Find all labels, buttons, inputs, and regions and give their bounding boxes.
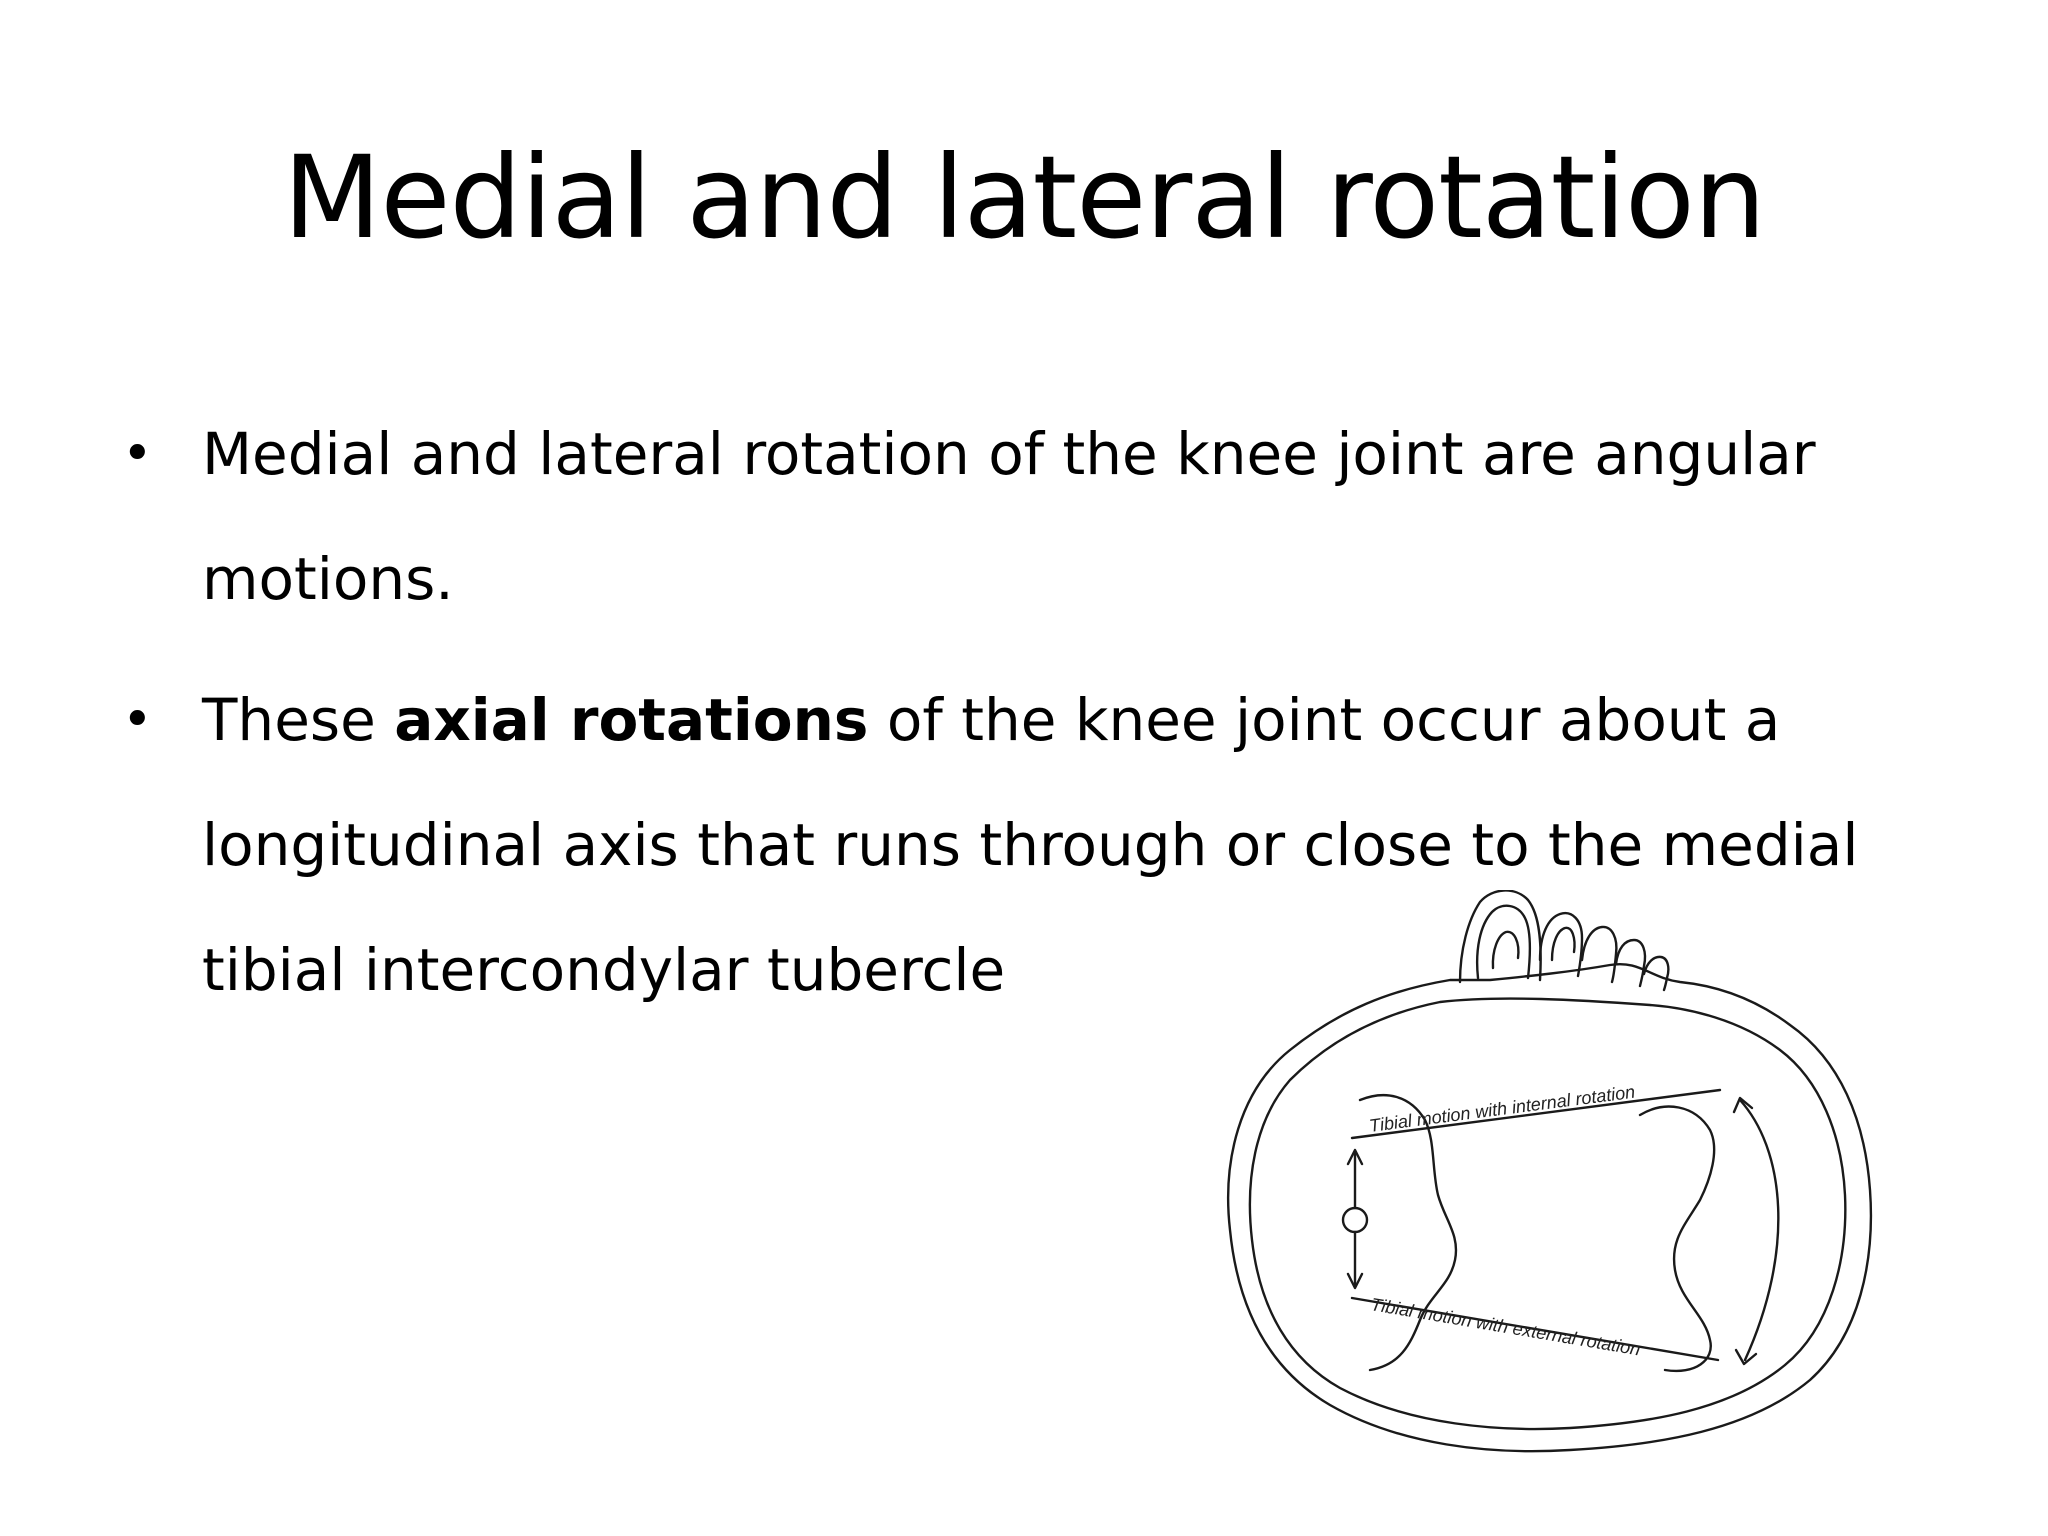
bullet-2-text-after: of the knee joint occur about a longitud… (202, 686, 1859, 1004)
bullet-2-text-before: These (202, 686, 395, 754)
bullet-item-2: • These axial rotations of the knee join… (110, 658, 1990, 1033)
label-external-rotation: Tibial motion with external rotation (1369, 1294, 1641, 1359)
bullet-1-text: Medial and lateral rotation of the knee … (202, 420, 1816, 613)
label-internal-rotation: Tibial motion with internal rotation (1368, 1082, 1636, 1136)
bullet-icon: • (122, 690, 153, 750)
bullet-2-bold-text: axial rotations (394, 686, 869, 754)
bullet-item-1: • Medial and lateral rotation of the kne… (110, 392, 1990, 642)
tibia-foot-diagram-icon: Tibial motion with internal rotation Tib… (1210, 890, 1890, 1470)
bullet-icon: • (122, 424, 153, 484)
bullet-list: • Medial and lateral rotation of the kne… (110, 392, 1990, 1049)
slide-title: Medial and lateral rotation (282, 131, 1766, 264)
